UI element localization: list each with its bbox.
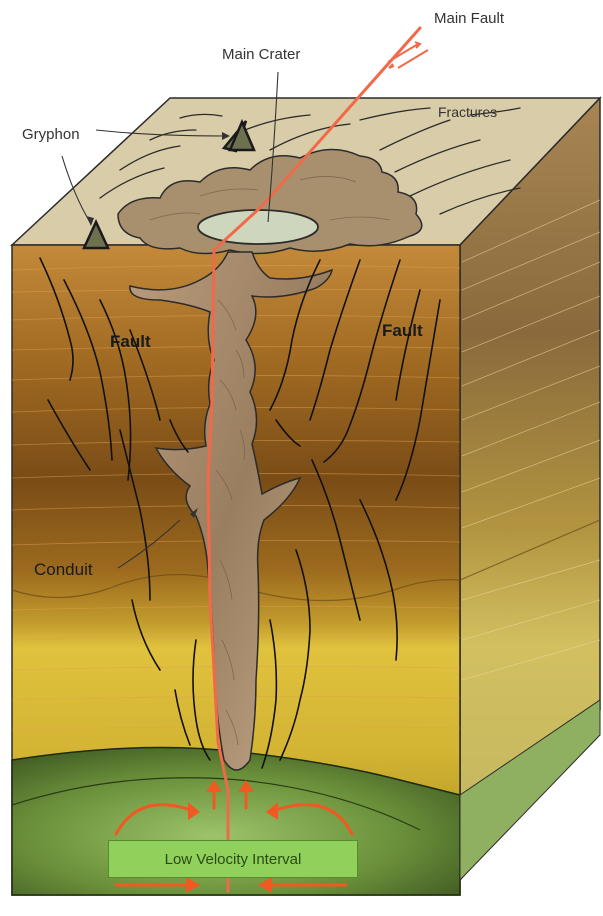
low-velocity-interval-label: Low Velocity Interval	[165, 851, 302, 868]
low-velocity-interval-box: Low Velocity Interval	[108, 840, 358, 878]
conduit-label: Conduit	[34, 560, 93, 580]
main-fault-label: Main Fault	[434, 10, 504, 27]
fractures-label: Fractures	[438, 104, 497, 120]
fault-label-left: Fault	[110, 332, 151, 352]
main-crater	[198, 210, 318, 244]
gryphon-label: Gryphon	[22, 126, 80, 143]
main-fault-shear-arrows	[388, 42, 428, 68]
main-crater-label: Main Crater	[222, 46, 300, 63]
fault-label-right: Fault	[382, 321, 423, 341]
